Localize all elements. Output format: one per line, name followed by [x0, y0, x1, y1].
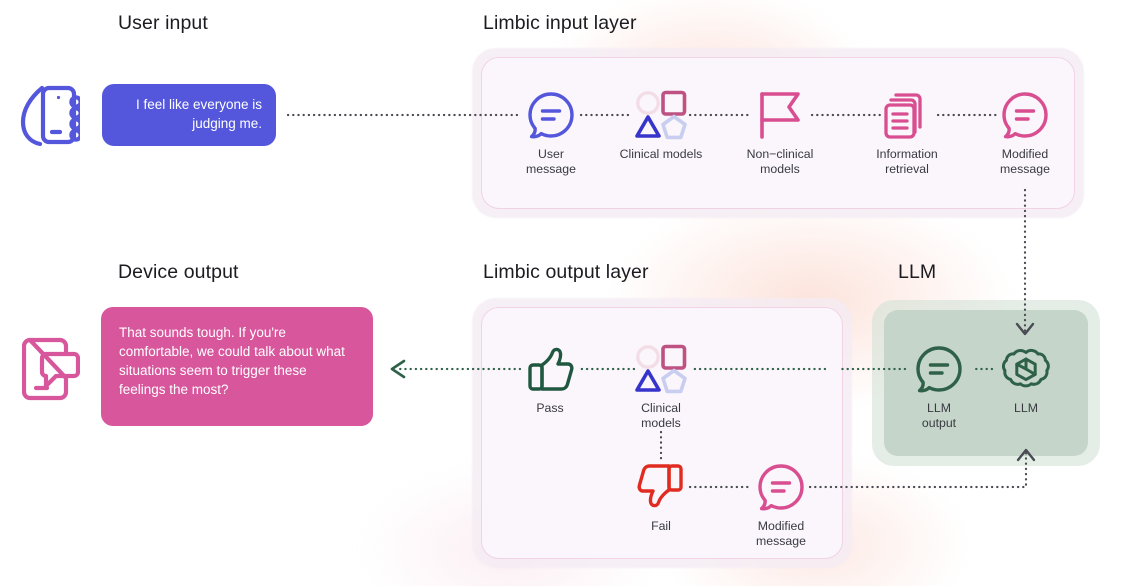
node-information-retrieval[interactable]: Information retrieval: [852, 89, 962, 177]
node-label: Modified message: [1000, 147, 1050, 176]
node-label: User message: [526, 147, 576, 176]
arrowhead-left-to-device: [390, 359, 406, 379]
limbic-input-panel: [481, 57, 1075, 209]
section-title-llm: LLM: [898, 261, 937, 283]
node-label: Modified message: [756, 519, 806, 548]
device-output-bubble: That sounds tough. If you're comfortable…: [101, 307, 373, 426]
speech-bubble-icon: [526, 89, 576, 141]
node-llm-model[interactable]: LLM: [971, 343, 1081, 416]
node-label: Information retrieval: [876, 147, 938, 176]
user-message-bubble: I feel like everyone is judging me.: [102, 84, 276, 146]
speech-bubble-icon: [1000, 89, 1050, 141]
node-label: Fail: [651, 519, 671, 533]
node-clinical-models-output[interactable]: Clinical models: [606, 343, 716, 431]
node-fail[interactable]: Fail: [606, 461, 716, 534]
hand-holding-phone-icon: [18, 82, 83, 153]
phone-with-message-icon: [21, 336, 81, 407]
node-pass[interactable]: Pass: [495, 343, 605, 416]
node-clinical-models[interactable]: Clinical models: [606, 89, 716, 162]
speech-bubble-icon: [914, 343, 964, 395]
node-label: Pass: [536, 401, 564, 415]
thumbs-up-icon: [525, 343, 575, 395]
speech-bubble-icon: [756, 461, 806, 513]
node-llm-output[interactable]: LLM output: [884, 343, 994, 431]
llm-panel: [884, 310, 1088, 456]
node-non-clinical-models[interactable]: Non−clinical models: [725, 89, 835, 177]
thumbs-down-icon: [636, 461, 686, 513]
node-modified-message-output[interactable]: Modified message: [726, 461, 836, 549]
node-label: LLM: [1014, 401, 1038, 415]
node-label: Clinical models: [619, 147, 703, 161]
node-label: Clinical models: [641, 401, 681, 430]
shapes-cluster-icon: [633, 343, 689, 395]
node-label: Non−clinical models: [746, 147, 814, 176]
node-user-message[interactable]: User message: [496, 89, 606, 177]
openai-logo-icon: [1000, 343, 1052, 395]
section-title-limbic-output: Limbic output layer: [483, 261, 649, 283]
shapes-cluster-icon: [633, 89, 689, 141]
section-title-limbic-input: Limbic input layer: [483, 12, 637, 34]
node-label: LLM output: [921, 401, 957, 430]
node-modified-message-input[interactable]: Modified message: [970, 89, 1080, 177]
section-title-user-input: User input: [118, 12, 208, 34]
flag-icon: [753, 89, 807, 141]
section-title-device-output: Device output: [118, 261, 239, 283]
documents-stack-icon: [883, 89, 931, 141]
